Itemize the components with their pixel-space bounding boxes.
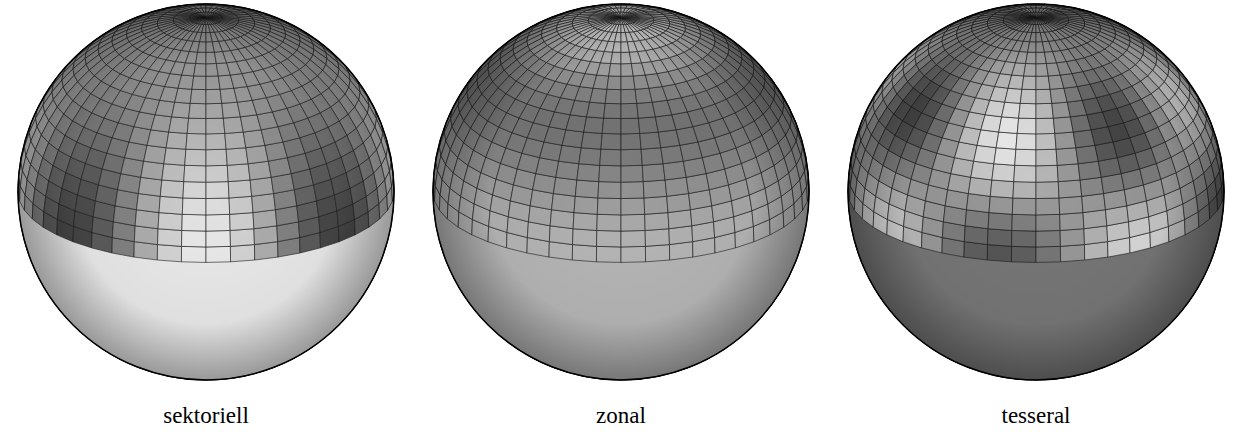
- grid-cell: [18, 4, 394, 380]
- sphere-outline: [433, 4, 809, 380]
- sphere-disc: [848, 4, 1224, 380]
- sphere: [18, 4, 394, 380]
- sphere: [848, 4, 1224, 380]
- sphere-outline: [18, 4, 394, 380]
- limb-shading: [433, 4, 809, 380]
- grid-cell: [433, 4, 809, 380]
- limb-shading: [18, 4, 394, 380]
- sphere: [433, 4, 809, 380]
- sphere-disc: [433, 4, 809, 380]
- sphere-disc: [18, 4, 394, 380]
